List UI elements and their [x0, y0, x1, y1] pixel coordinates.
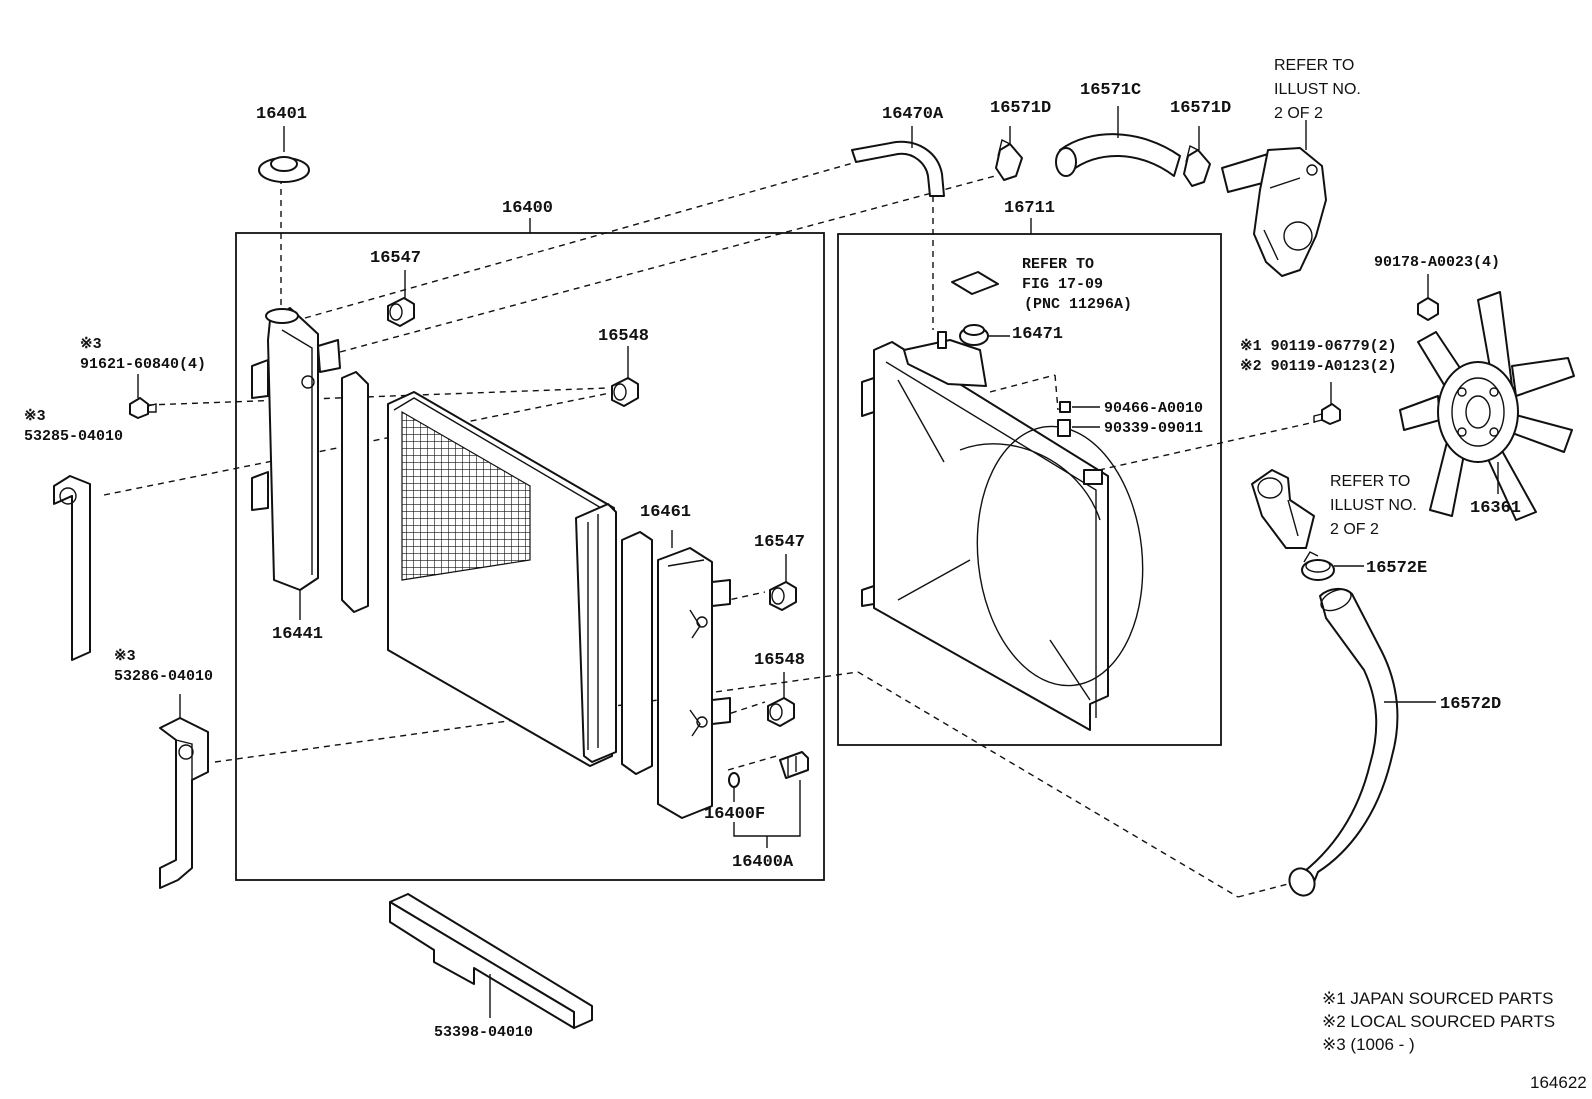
- overflow-hose-16470a-icon: [851, 140, 945, 197]
- upper-hose-16571c-icon: [1055, 133, 1181, 177]
- label-16470a: 16470A: [882, 105, 944, 124]
- bolt-90119-icon: [1313, 403, 1341, 425]
- label-90339: 90339-09011: [1104, 420, 1203, 437]
- label-90119-japan: ※1 90119-06779(2): [1240, 338, 1397, 355]
- label-16711: 16711: [1004, 199, 1055, 218]
- support-53285-icon: [53, 475, 91, 661]
- label-90119-local: ※2 90119-A0123(2): [1240, 358, 1397, 375]
- drain-gasket-16400f-icon: [728, 772, 740, 788]
- label-16401: 16401: [256, 105, 307, 124]
- radiator-core-icon: [387, 391, 617, 767]
- grommet-16547-bottom-icon: [769, 581, 797, 611]
- upper-tank-16441-icon: [251, 307, 341, 591]
- label-53285-mark: ※3: [24, 408, 46, 425]
- radiator-cap-16401-icon: [258, 156, 310, 183]
- label-53398: 53398-04010: [434, 1024, 533, 1041]
- lower-gasket-icon: [621, 531, 653, 775]
- refer-fig-line2: FIG 17-09: [1022, 276, 1103, 293]
- hose-clamp-16571d-left-icon: [995, 138, 1023, 181]
- refer-fig-line1: REFER TO: [1022, 256, 1094, 273]
- label-16400: 16400: [502, 199, 553, 218]
- label-16400f: 16400F: [704, 805, 765, 824]
- clip-90466-icon: [1059, 401, 1071, 413]
- grommet-16547-top-icon: [387, 297, 415, 327]
- label-16571d-right: 16571D: [1170, 99, 1231, 118]
- note-local-sourced: ※2 LOCAL SOURCED PARTS: [1322, 1012, 1555, 1031]
- upper-gasket-icon: [341, 371, 369, 613]
- water-inlet-icon: [1251, 469, 1315, 549]
- seal-53398-icon: [389, 893, 593, 1029]
- refer-top-line1: REFER TO: [1274, 57, 1354, 74]
- fan-shroud-box: [837, 233, 1222, 746]
- refer-top-line3: 2 OF 2: [1274, 105, 1323, 122]
- label-90466: 90466-A0010: [1104, 400, 1203, 417]
- label-16400a: 16400A: [732, 853, 794, 872]
- grommet-16548-top-icon: [611, 377, 639, 407]
- hose-clamp-16571d-right-icon: [1183, 144, 1211, 187]
- label-91621: 91621-60840(4): [80, 356, 206, 373]
- refer-plate-icon: [951, 271, 999, 295]
- nut-90178-icon: [1417, 297, 1439, 321]
- label-16548-top: 16548: [598, 327, 649, 346]
- lower-tank-16461-icon: [657, 547, 731, 819]
- water-outlet-icon: [1221, 147, 1327, 277]
- label-90178: 90178-A0023(4): [1374, 254, 1500, 271]
- label-16572d: 16572D: [1440, 695, 1501, 714]
- illustration-number: 164622: [1530, 1073, 1587, 1092]
- support-53286-icon: [159, 717, 209, 889]
- label-16572e: 16572E: [1366, 559, 1427, 578]
- refer-fig-line3: (PNC 11296A): [1024, 296, 1132, 313]
- collar-90339-icon: [1057, 419, 1071, 437]
- note-japan-sourced: ※1 JAPAN SOURCED PARTS: [1322, 989, 1554, 1008]
- note-date-range: ※3 (1006 - ): [1322, 1035, 1415, 1054]
- lower-hose-16572d-icon: [1288, 588, 1399, 897]
- label-16471: 16471: [1012, 325, 1063, 344]
- refer-mid-line2: ILLUST NO.: [1330, 497, 1417, 514]
- drain-cock-16400a-icon: [779, 751, 809, 779]
- label-16361: 16361: [1470, 499, 1521, 518]
- label-16547-top: 16547: [370, 249, 421, 268]
- label-16548-bottom: 16548: [754, 651, 805, 670]
- label-16441: 16441: [272, 625, 323, 644]
- label-91621-mark: ※3: [80, 336, 102, 353]
- label-53286-mark: ※3: [114, 648, 136, 665]
- hose-clamp-16572e-icon: [1301, 551, 1335, 581]
- fan-shroud-16711-icon: [861, 331, 1144, 731]
- refer-mid-line3: 2 OF 2: [1330, 521, 1379, 538]
- label-53286: 53286-04010: [114, 668, 213, 685]
- label-53285: 53285-04010: [24, 428, 123, 445]
- label-16547-bottom: 16547: [754, 533, 805, 552]
- fan-16361-icon: [1399, 291, 1575, 521]
- label-16571d-left: 16571D: [990, 99, 1051, 118]
- label-16461: 16461: [640, 503, 691, 522]
- label-16571c: 16571C: [1080, 81, 1141, 100]
- bolt-91621-icon: [129, 397, 157, 419]
- refer-top-line2: ILLUST NO.: [1274, 81, 1361, 98]
- refer-mid-line1: REFER TO: [1330, 473, 1410, 490]
- reservoir-cap-16471-icon: [959, 324, 989, 346]
- grommet-16548-bottom-icon: [767, 697, 795, 727]
